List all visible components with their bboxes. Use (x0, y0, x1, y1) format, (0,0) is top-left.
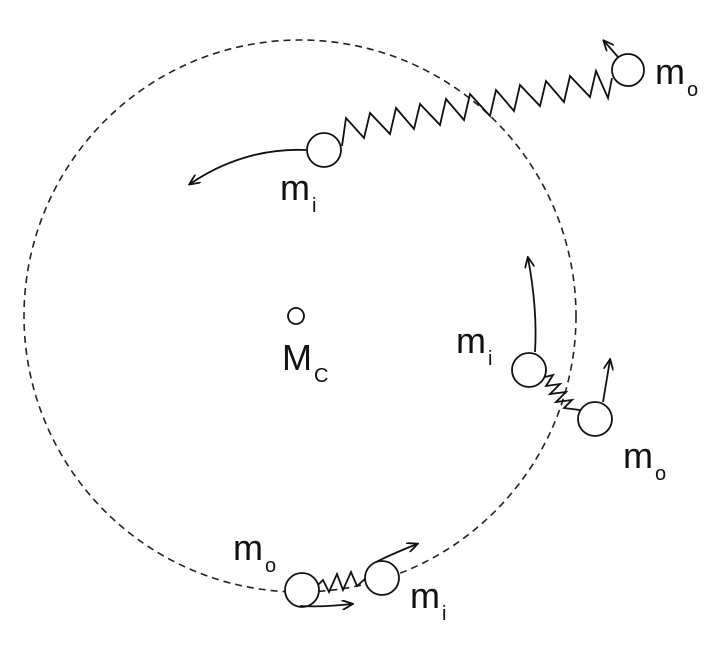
outer-mass-bottom (284, 572, 320, 608)
spring-top (341, 68, 613, 147)
inner-mass-right (511, 352, 547, 388)
inner-mass-bottom (364, 560, 400, 596)
outer-velocity-arrow-top (604, 41, 619, 58)
outer-mass-top (611, 53, 645, 87)
orbit-circle (23, 39, 577, 593)
inner-velocity-arrow-bottom (375, 544, 417, 563)
spring-right (544, 373, 581, 411)
central-mass-circle (287, 307, 305, 325)
outer-mass-right (577, 401, 613, 437)
spring-bottom (314, 569, 367, 595)
inner-mass-top (306, 132, 342, 168)
outer-velocity-arrow-right (602, 360, 610, 403)
outer-velocity-arrow-bottom (299, 604, 352, 606)
inner-velocity-arrow-right (528, 258, 537, 353)
inner-velocity-arrow-top (190, 148, 307, 184)
